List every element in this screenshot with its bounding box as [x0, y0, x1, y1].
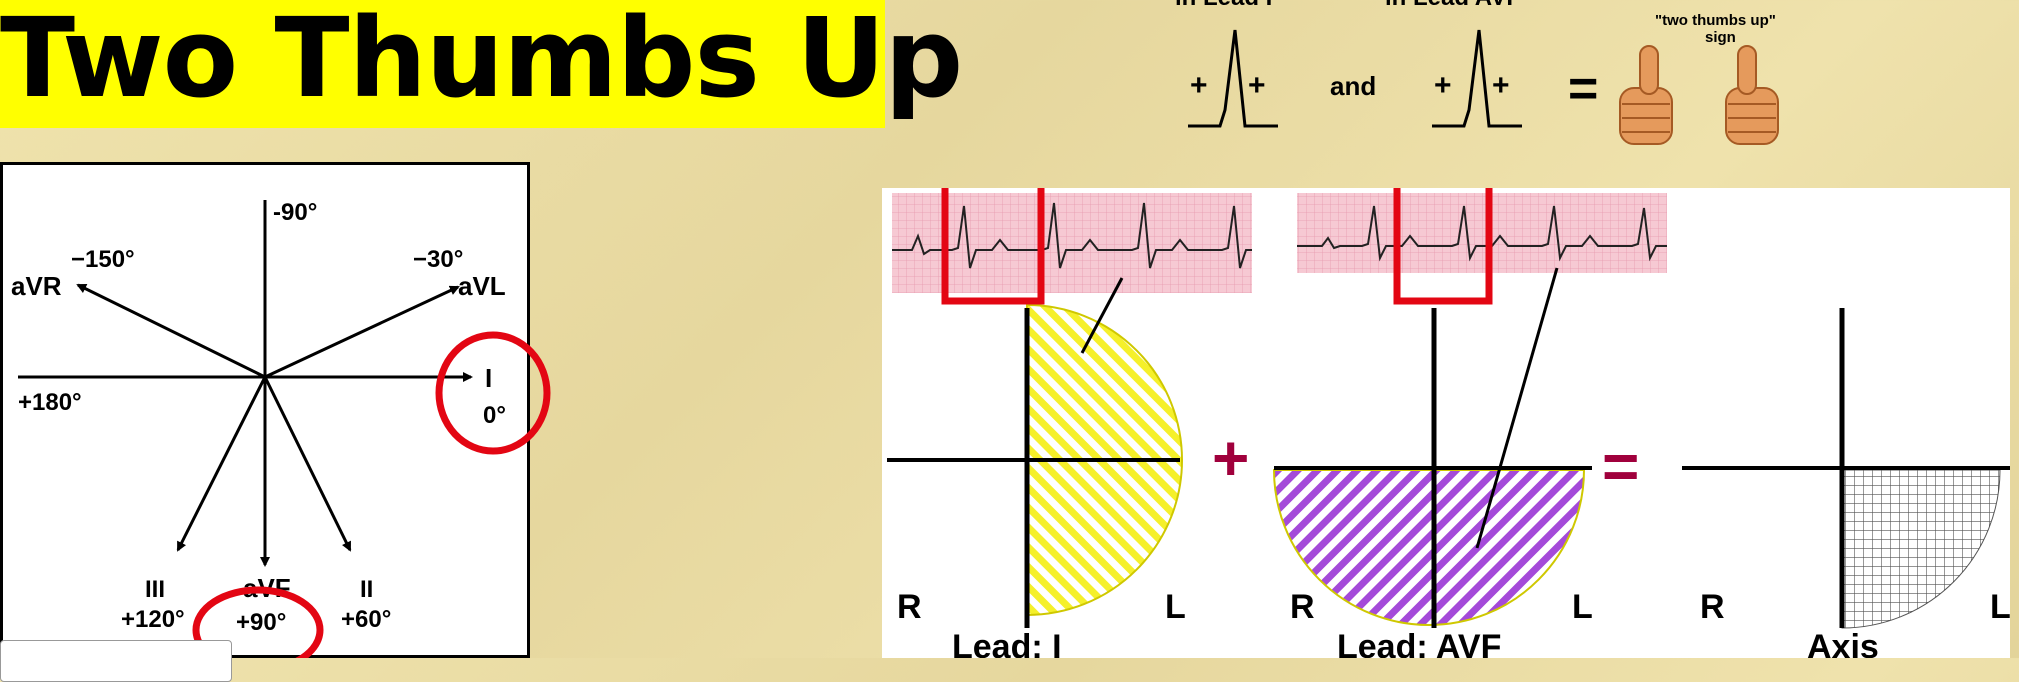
- caption-lead-avf: in Lead AVF: [1385, 0, 1521, 11]
- label-lead2: II: [360, 576, 373, 603]
- label-avr: aVR: [11, 271, 62, 301]
- qrs-lead-i-plus-left: +: [1190, 69, 1208, 102]
- slide-title: Two Thumbs Up: [0, 0, 963, 122]
- qrs-lead-avf: [1432, 29, 1522, 128]
- axis-caption: Axis: [1807, 628, 1879, 658]
- label-pos120: +120°: [121, 606, 185, 633]
- qrs-lead-i-plus-right: +: [1248, 69, 1266, 102]
- lead-avf-r: R: [1290, 588, 1315, 626]
- label-pos90: +90°: [236, 609, 286, 636]
- label-lead3: III: [145, 576, 165, 603]
- axis-lead-ii: [263, 376, 352, 552]
- label-neg90: -90°: [273, 199, 317, 226]
- lead-avf-plot: R L Lead: AVF: [1272, 267, 1593, 666]
- thumb-right-icon: [1725, 45, 1779, 145]
- axis-sum-svg: R L Lead: I + R L Lead: AVF = R L Axis: [887, 154, 2011, 666]
- pointer-lead-i: [1080, 277, 1124, 354]
- ecg-strip-lead-avf: [1297, 193, 1667, 273]
- qrs-lead-avf-plus-left: +: [1434, 69, 1452, 102]
- thumb-left-icon: [1619, 45, 1673, 145]
- lead-avf-caption: Lead: AVF: [1337, 628, 1501, 658]
- ecg-strip-lead-i: [892, 193, 1252, 293]
- thumbs-up-explainer: in Lead I in Lead AVF + + and + + = "two…: [1170, 0, 1830, 165]
- label-neg30: −30°: [413, 246, 463, 273]
- plus-operator: +: [1212, 422, 1249, 494]
- lead-i-caption: Lead: I: [952, 628, 1062, 658]
- label-zero: 0°: [483, 402, 506, 429]
- label-avf: aVF: [243, 573, 291, 603]
- lead-avf-l: L: [1572, 588, 1593, 626]
- label-lead1: I: [485, 363, 492, 393]
- caption-lead-i: in Lead I: [1175, 0, 1272, 11]
- lead-avf-fill: [1272, 469, 1586, 626]
- label-neg150: −150°: [71, 246, 135, 273]
- qrs-lead-i: [1188, 29, 1278, 128]
- equals-sign: =: [1568, 60, 1598, 118]
- axis-avl: [264, 285, 460, 379]
- equals-operator: =: [1602, 430, 1639, 502]
- axis-plot: R L Axis: [1682, 308, 2011, 666]
- sign-caption-line1: "two thumbs up": [1655, 12, 1776, 29]
- axis-sum-panel: R L Lead: I + R L Lead: AVF = R L Axis: [882, 154, 2011, 666]
- sign-caption-line2: sign: [1705, 29, 1736, 46]
- lead-i-r: R: [897, 588, 922, 626]
- axis-avr: [76, 283, 266, 379]
- lead-i-plot: R L Lead: I: [887, 277, 1186, 666]
- axis-r: R: [1700, 588, 1725, 626]
- tooltip-stub: [0, 640, 232, 682]
- axis-lead-iii: [176, 376, 267, 552]
- thumbs-svg: in Lead I in Lead AVF + + and + + = "two…: [1175, 0, 1779, 145]
- label-pos180: +180°: [18, 389, 82, 416]
- qrs-lead-avf-plus-right: +: [1492, 69, 1510, 102]
- axis-fill: [1841, 469, 2001, 629]
- hexaxial-diagram: -90° −150° aVR −30° aVL +180° I 0° III +…: [0, 162, 530, 658]
- lead-i-l: L: [1165, 588, 1186, 626]
- label-pos60: +60°: [341, 606, 391, 633]
- hexaxial-svg: -90° −150° aVR −30° aVL +180° I 0° III +…: [11, 199, 506, 636]
- label-avl: aVL: [458, 271, 506, 301]
- and-label: and: [1330, 71, 1376, 101]
- axis-l: L: [1990, 588, 2010, 626]
- title-banner: Two Thumbs Up: [0, 0, 963, 128]
- pointer-lead-avf: [1475, 267, 1559, 549]
